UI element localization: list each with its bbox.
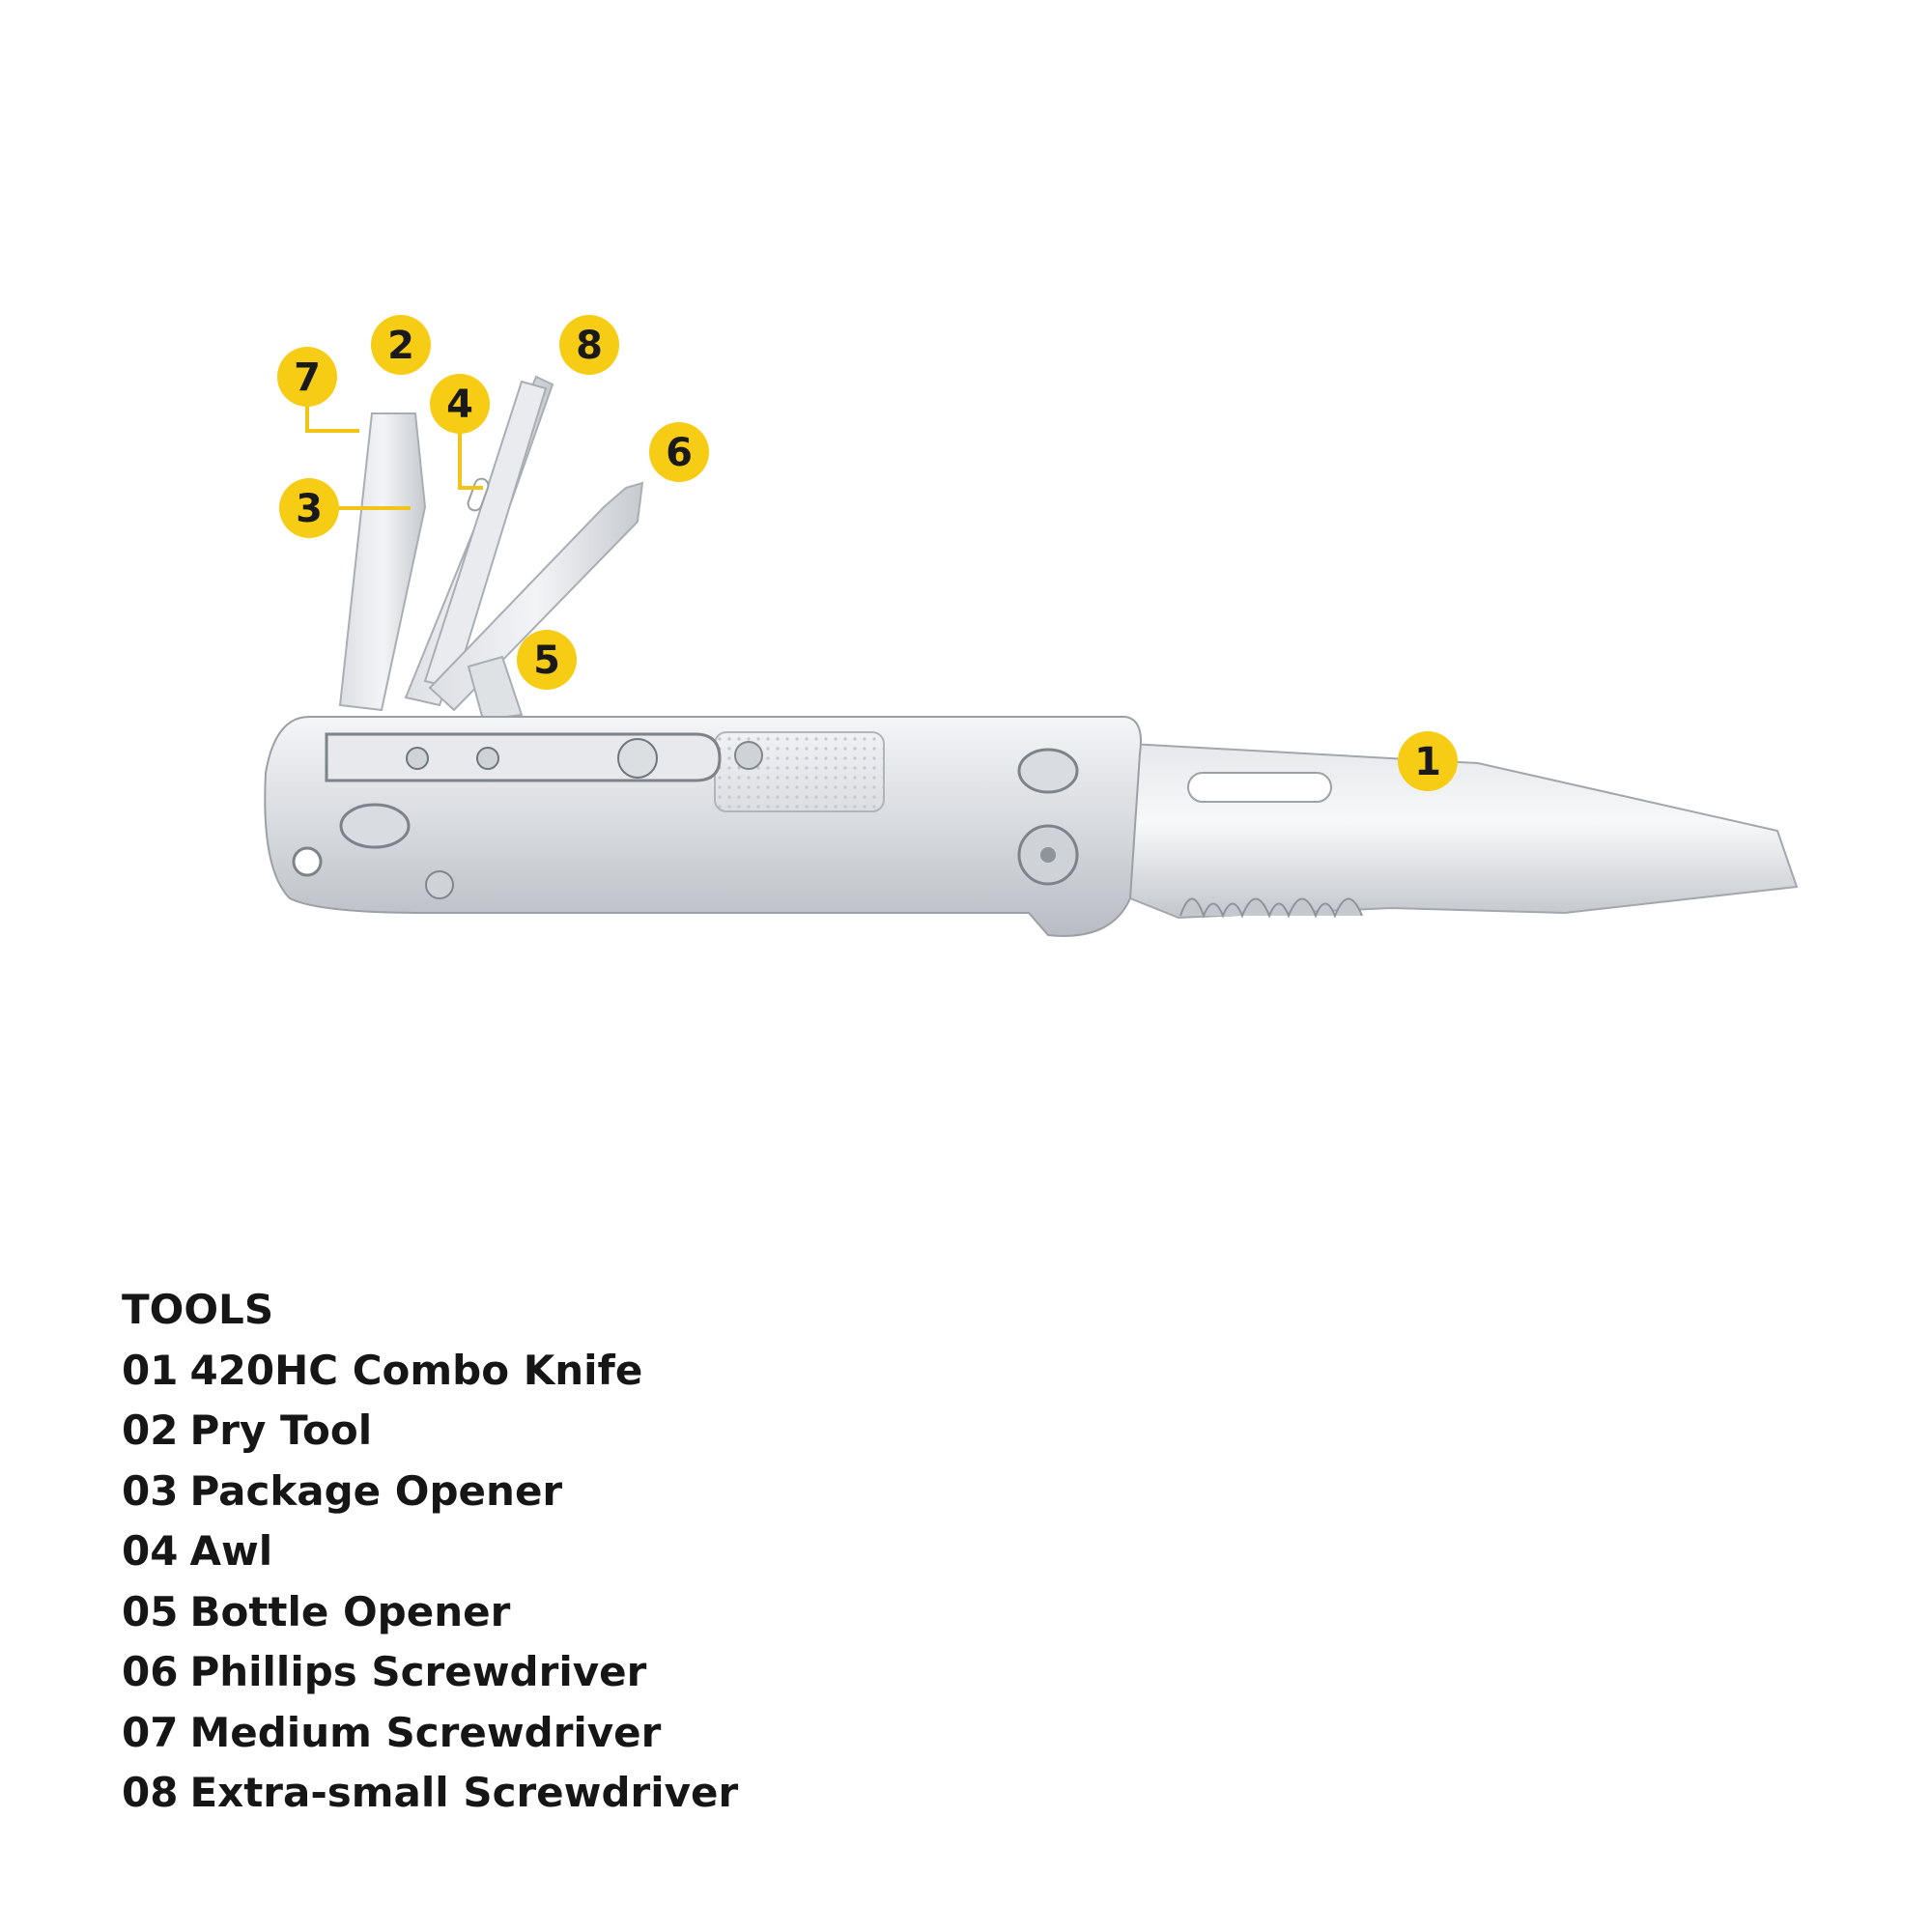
phillips-screwdriver-blade — [428, 481, 644, 712]
handle-pivot-screw — [425, 870, 454, 899]
svg-text:6: 6 — [666, 431, 693, 475]
svg-text:3: 3 — [296, 487, 323, 531]
svg-text:5: 5 — [533, 639, 560, 683]
serrations — [1179, 897, 1363, 919]
legend-number: 08 — [122, 1769, 179, 1816]
callout-3: 3 — [279, 478, 339, 538]
leader-lines — [305, 396, 483, 510]
blade-lock-lever — [1017, 748, 1079, 794]
legend-label: Package Opener — [189, 1466, 563, 1515]
callout-4: 4 — [430, 374, 490, 434]
tool-blades-group — [338, 375, 644, 722]
svg-text:7: 7 — [294, 355, 321, 400]
awl-slot — [467, 477, 490, 512]
svg-text:1: 1 — [1414, 740, 1441, 784]
logo-emblem — [617, 738, 658, 779]
clip-screw-1 — [406, 747, 429, 770]
leader-4 — [458, 430, 483, 490]
legend-label: 420HC Combo Knife — [189, 1346, 643, 1394]
legend-label: Pry Tool — [189, 1406, 373, 1454]
legend-number: 04 — [122, 1527, 179, 1575]
legend-label: Phillips Screwdriver — [189, 1648, 647, 1695]
legend-label: Medium Screwdriver — [189, 1708, 662, 1756]
legend-number: 05 — [122, 1587, 179, 1635]
legend-number: 03 — [122, 1466, 179, 1515]
lanyard-hole — [292, 846, 323, 877]
svg-text:2: 2 — [387, 324, 414, 368]
leader-7 — [305, 396, 359, 433]
handle-screw — [734, 741, 763, 770]
callout-5: 5 — [517, 630, 577, 690]
svg-text:8: 8 — [576, 324, 603, 368]
pocket-clip — [325, 732, 722, 782]
legend-number: 02 — [122, 1406, 179, 1454]
legend-number: 01 — [122, 1346, 179, 1394]
svg-text:4: 4 — [446, 383, 473, 427]
tool-release-button — [339, 803, 411, 849]
legend-label: Bottle Opener — [189, 1587, 511, 1635]
legend-label: Extra-small Screwdriver — [189, 1769, 739, 1816]
multitool-illustration: 1 2 3 4 5 6 7 8 — [264, 315, 1799, 937]
blade-thumb-hole — [1187, 772, 1332, 803]
clip-screw-2 — [476, 747, 499, 770]
callout-8: 8 — [559, 315, 619, 375]
combo-knife-blade — [1129, 742, 1799, 920]
legend-number: 07 — [122, 1708, 179, 1756]
callout-6: 6 — [649, 422, 709, 482]
knife-handle — [264, 716, 1142, 937]
legend-label: Awl — [189, 1527, 273, 1575]
medium-screwdriver-blade — [338, 412, 427, 712]
callout-2: 2 — [371, 315, 431, 375]
legend-number: 06 — [122, 1648, 179, 1695]
bottle-opener-blade — [467, 655, 524, 722]
legend-heading: TOOLS — [122, 1286, 274, 1333]
blade-pivot-center — [1040, 847, 1056, 863]
callout-7: 7 — [277, 347, 337, 407]
callout-1: 1 — [1398, 731, 1458, 791]
